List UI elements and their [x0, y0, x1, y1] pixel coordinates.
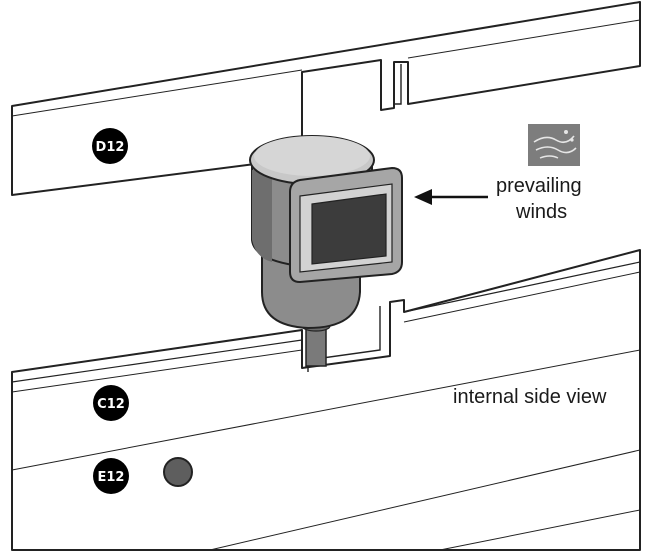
- winds-label: winds: [515, 201, 567, 223]
- badge-d12-text: D12: [96, 140, 125, 155]
- left-arrow-icon: [414, 189, 488, 205]
- intake-device: [249, 135, 403, 367]
- badge-e12: E12: [93, 458, 129, 494]
- view-label: internal side view: [453, 386, 607, 408]
- upper-panel: [11, 1, 641, 196]
- prevailing-label: prevailing: [496, 175, 582, 197]
- wind-icon: [528, 124, 580, 166]
- badge-e12-text: E12: [98, 470, 125, 485]
- mounting-hole: [163, 457, 193, 487]
- badge-d12: D12: [92, 128, 128, 164]
- badge-c12-text: C12: [97, 397, 125, 412]
- badge-c12: C12: [93, 385, 129, 421]
